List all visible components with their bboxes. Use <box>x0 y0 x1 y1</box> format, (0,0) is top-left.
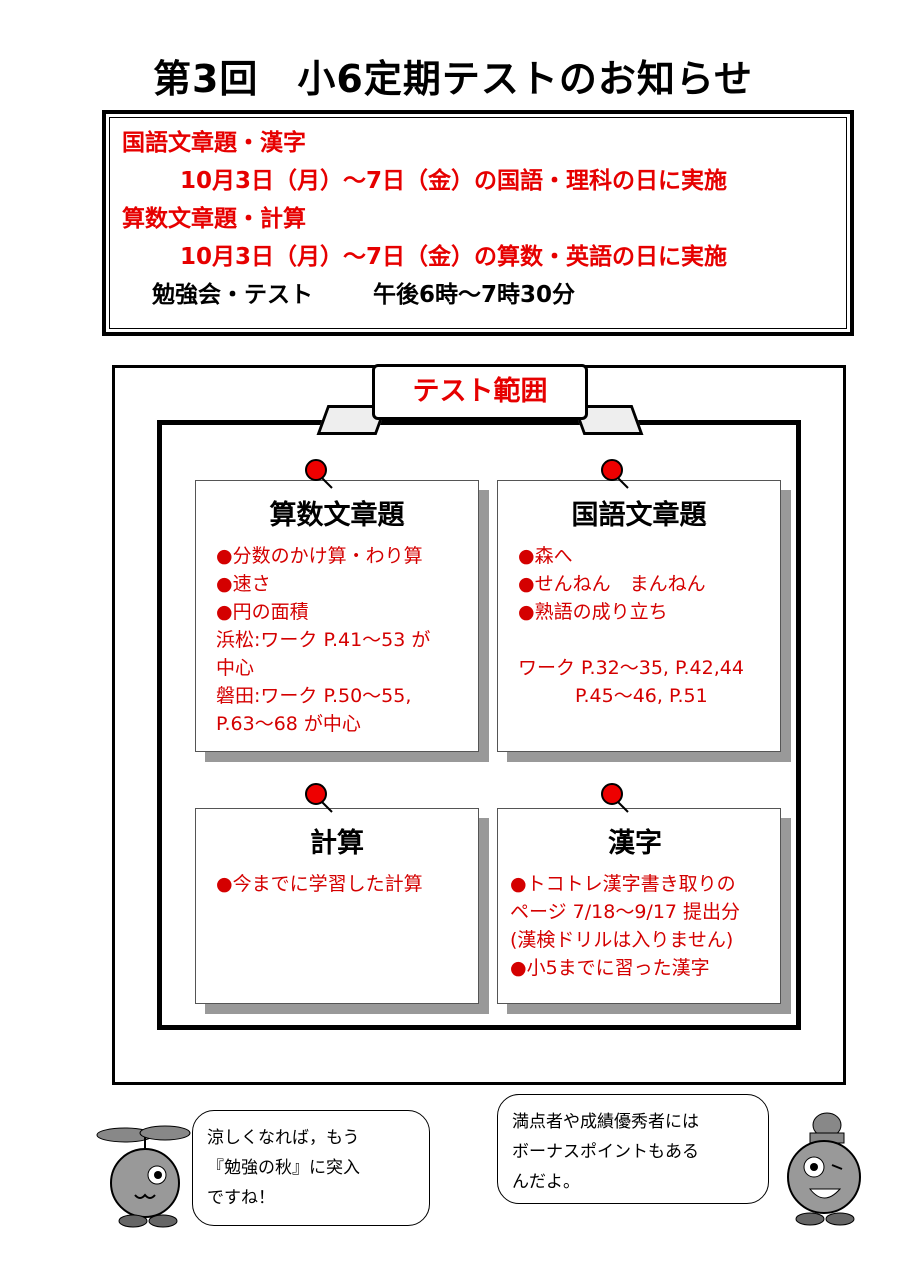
card-body: ●トコトレ漢字書き取りの ページ 7/18～9/17 提出分 (漢検ドリルは入り… <box>510 873 741 979</box>
card-math-word-problems: 算数文章題 ●分数のかけ算・わり算 ●速さ ●円の面積 浜松:ワーク P.41～… <box>195 480 479 752</box>
japanese-schedule: 10月3日（月）～7日（金）の国語・理科の日に実施 <box>180 168 728 194</box>
pushpin-icon <box>305 459 333 489</box>
study-session: 勉強会・テスト 午後6時～7時30分 <box>122 276 834 314</box>
mascot-left-icon <box>96 1125 191 1228</box>
card-japanese-word-problems: 国語文章題 ●森へ ●せんねん まんねん ●熟語の成り立ち ワーク P.32～3… <box>497 480 781 752</box>
card-title: 国語文章題 <box>571 500 707 531</box>
japanese-heading: 国語文章題・漢字 <box>122 130 306 156</box>
card-body: ●森へ ●せんねん まんねん ●熟語の成り立ち ワーク P.32～35, P.4… <box>518 545 744 707</box>
card-body: ●今までに学習した計算 <box>216 873 423 895</box>
card-body: ●分数のかけ算・わり算 ●速さ ●円の面積 浜松:ワーク P.41～53 が 中… <box>216 545 431 735</box>
test-range-banner: テスト範囲 <box>372 364 588 420</box>
mascot-right-icon <box>787 1112 861 1226</box>
pushpin-icon <box>601 459 629 489</box>
math-heading: 算数文章題・計算 <box>122 206 306 232</box>
math-schedule: 10月3日（月）～7日（金）の算数・英語の日に実施 <box>180 244 728 270</box>
card-title: 算数文章題 <box>269 500 405 531</box>
study-label: 勉強会・テスト <box>152 282 313 308</box>
card-title: 計算 <box>310 828 364 859</box>
card-title: 漢字 <box>608 828 662 859</box>
study-time: 午後6時～7時30分 <box>373 282 576 308</box>
pushpin-icon <box>305 783 333 813</box>
speech-bubble-right: 満点者や成績優秀者には ボーナスポイントもある んだよ。 <box>497 1094 769 1204</box>
pushpin-icon <box>601 783 629 813</box>
speech-bubble-left: 涼しくなれば，もう 『勉強の秋』に突入 ですね！ <box>192 1110 430 1226</box>
schedule-box: 国語文章題・漢字 10月3日（月）～7日（金）の国語・理科の日に実施 算数文章題… <box>102 110 854 336</box>
page-title: 第3回 小6定期テストのお知らせ <box>152 57 754 101</box>
card-calculation: 計算 ●今までに学習した計算 <box>195 808 479 1004</box>
card-kanji: 漢字 ●トコトレ漢字書き取りの ページ 7/18～9/17 提出分 (漢検ドリル… <box>497 808 781 1004</box>
